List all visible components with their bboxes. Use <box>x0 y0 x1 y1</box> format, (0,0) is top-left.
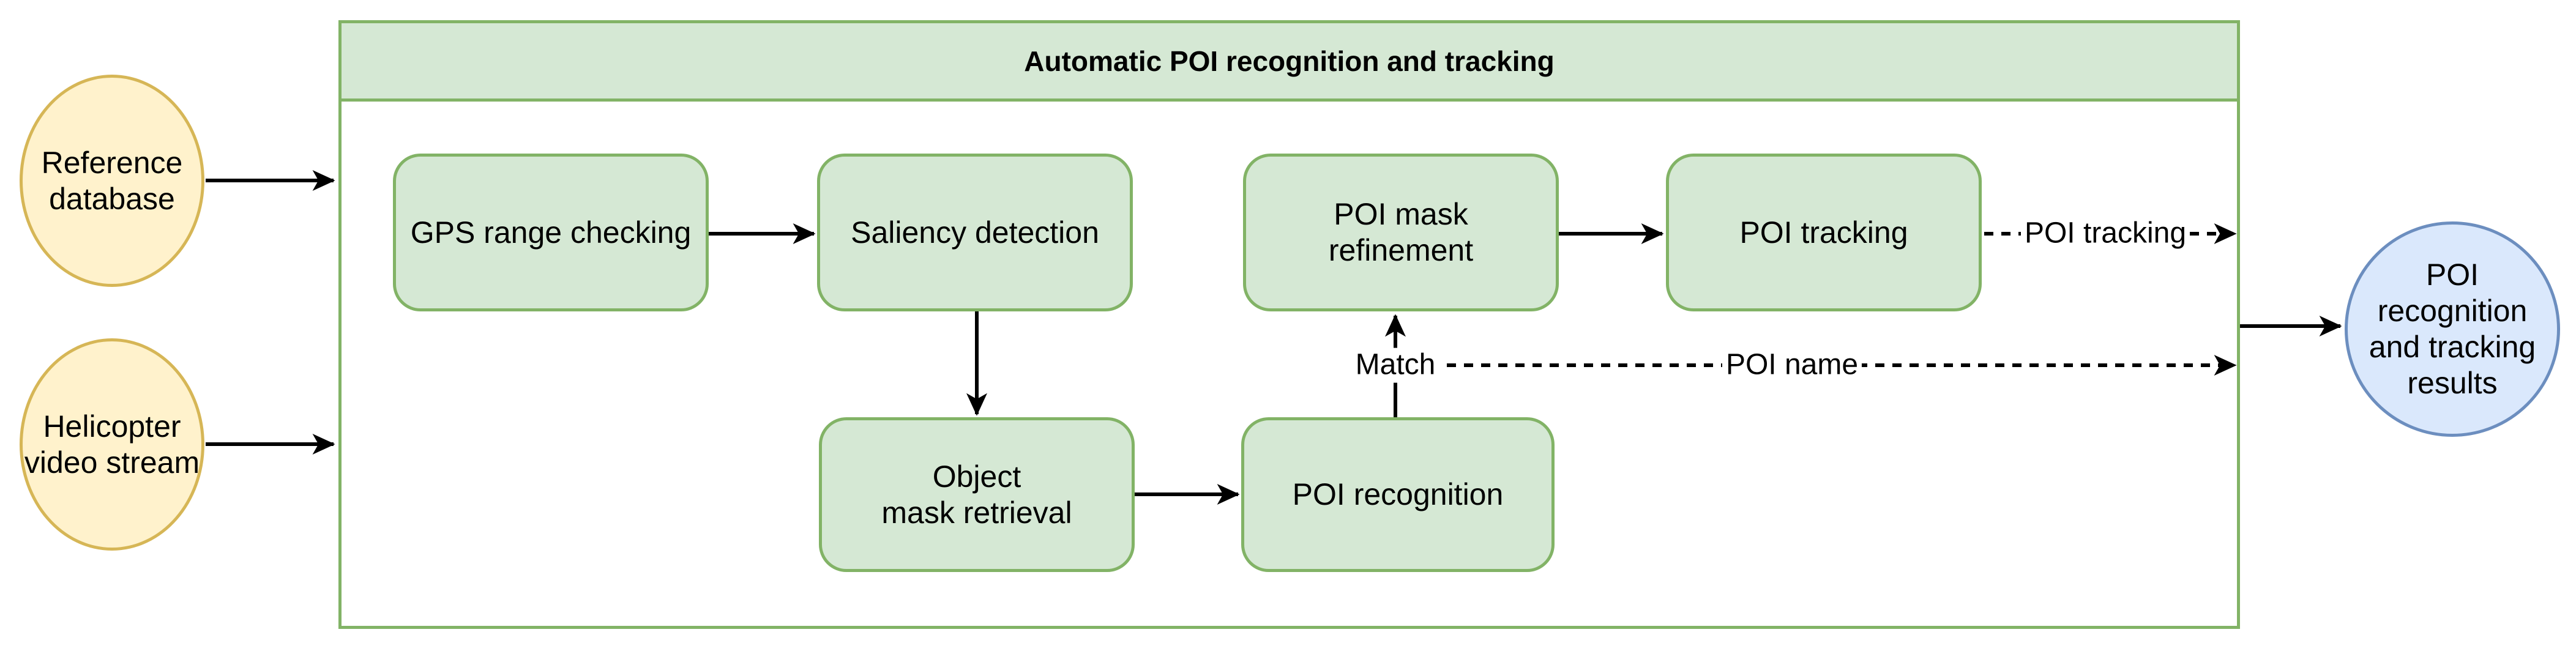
node-helicopter-video-stream: Helicopter video stream <box>20 338 204 551</box>
system-header: Automatic POI recognition and tracking <box>342 23 2237 102</box>
node-saliency-detection: Saliency detection <box>817 154 1133 311</box>
node-gps-range-checking: GPS range checking <box>393 154 709 311</box>
edge-label-poi-tracking: POI tracking <box>2020 216 2190 251</box>
edge-label-poi-name: POI name <box>1722 347 1862 383</box>
node-poi-recognition: POI recognition <box>1241 417 1555 572</box>
node-poi-tracking: POI tracking <box>1666 154 1982 311</box>
node-poi-results: POI recognition and tracking results <box>2345 221 2560 437</box>
edge-label-match: Match <box>1351 347 1439 383</box>
node-reference-database: Reference database <box>20 75 204 287</box>
node-object-mask-retrieval: Object mask retrieval <box>819 417 1135 572</box>
node-poi-mask-refinement: POI mask refinement <box>1243 154 1559 311</box>
system-title: Automatic POI recognition and tracking <box>1024 45 1555 77</box>
